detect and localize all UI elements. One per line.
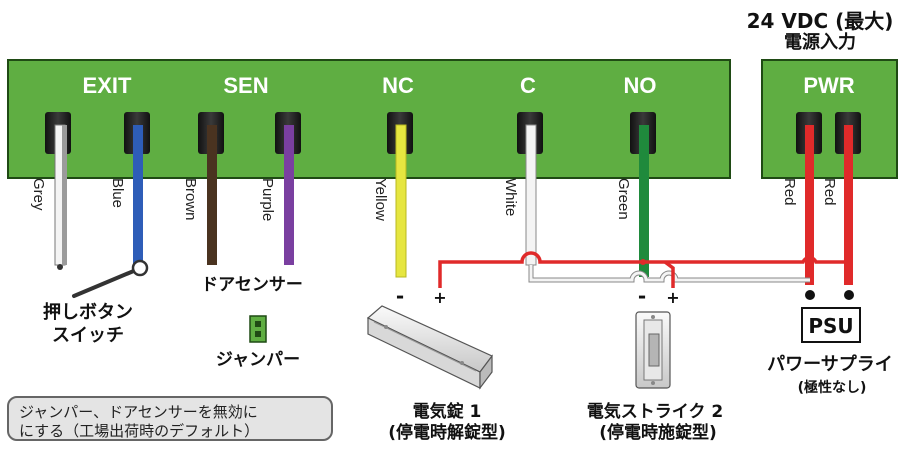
maglock-icon (366, 305, 493, 390)
wire-label-red-1: Red (781, 178, 798, 206)
wire-label-green: Green (615, 178, 632, 220)
yellow-wire (395, 124, 407, 278)
strike-label-1: 電気ストライク 2 (587, 401, 723, 422)
terminal-no-label: NO (624, 73, 657, 98)
maglock-label-1: 電気錠 1 (413, 401, 482, 422)
supply-voltage-label: 24 VDC (最大) (747, 9, 894, 33)
green-wire (639, 125, 649, 277)
wire-label-white: White (502, 178, 519, 216)
psu-name-label: パワーサプライ (767, 353, 893, 375)
wire-label-yellow: Yellow (372, 178, 389, 221)
wires (54, 124, 853, 288)
door-sensor-label: ドアセンサー (201, 275, 303, 295)
psu-terminals (805, 290, 854, 300)
maglock-minus: - (396, 284, 404, 308)
jumper-icon (249, 315, 267, 343)
default-note-line-2: にする（工場出荷時のデフォルト） (19, 422, 260, 440)
wire-label-purple: Purple (259, 178, 276, 221)
default-note-box: ジャンパー、ドアセンサーを無効に にする（工場出荷時のデフォルト） (7, 396, 333, 441)
terminal-pwr-label: PWR (803, 73, 854, 98)
strike-plus-wire (663, 260, 675, 288)
wire-label-blue: Blue (109, 178, 126, 208)
terminal-c-label: C (520, 73, 536, 98)
brown-wire (207, 125, 217, 265)
psu-box-label: PSU (808, 314, 853, 338)
wire-label-red-2: Red (821, 178, 838, 206)
red-wire-2 (844, 125, 853, 285)
psu-box (801, 307, 861, 343)
terminal-sen-label: SEN (223, 73, 268, 98)
push-button-switch (57, 259, 149, 298)
push-button-label-2: スイッチ (52, 325, 124, 346)
supply-input-label: 電源入力 (784, 31, 856, 53)
power-terminal-board (761, 59, 898, 179)
blue-wire (133, 125, 143, 265)
purple-wire (284, 125, 294, 265)
wire-label-grey: Grey (30, 178, 47, 211)
red-wire-run (438, 251, 849, 288)
strike-minus: - (638, 284, 646, 308)
electric-strike-icon (635, 311, 671, 389)
maglock-label-2: (停電時解錠型) (388, 422, 506, 443)
red-wire-1 (805, 125, 814, 285)
wire-labels: Grey Blue Brown Purple Yellow White Gree… (30, 178, 838, 221)
terminal-nc-label: NC (382, 73, 414, 98)
default-note-line-1: ジャンパー、ドアセンサーを無効に (19, 403, 258, 421)
strike-label-2: (停電時施錠型) (599, 422, 717, 443)
wire-label-brown: Brown (182, 178, 199, 221)
terminal-exit-label: EXIT (83, 73, 132, 98)
strike-plus: + (666, 288, 679, 307)
psu-polarity-note: (極性なし) (798, 379, 867, 396)
jumper-label: ジャンパー (216, 350, 300, 370)
maglock-plus: + (433, 288, 446, 307)
white-wire-vertical (525, 124, 537, 266)
push-button-label-1: 押しボタン (43, 301, 133, 323)
